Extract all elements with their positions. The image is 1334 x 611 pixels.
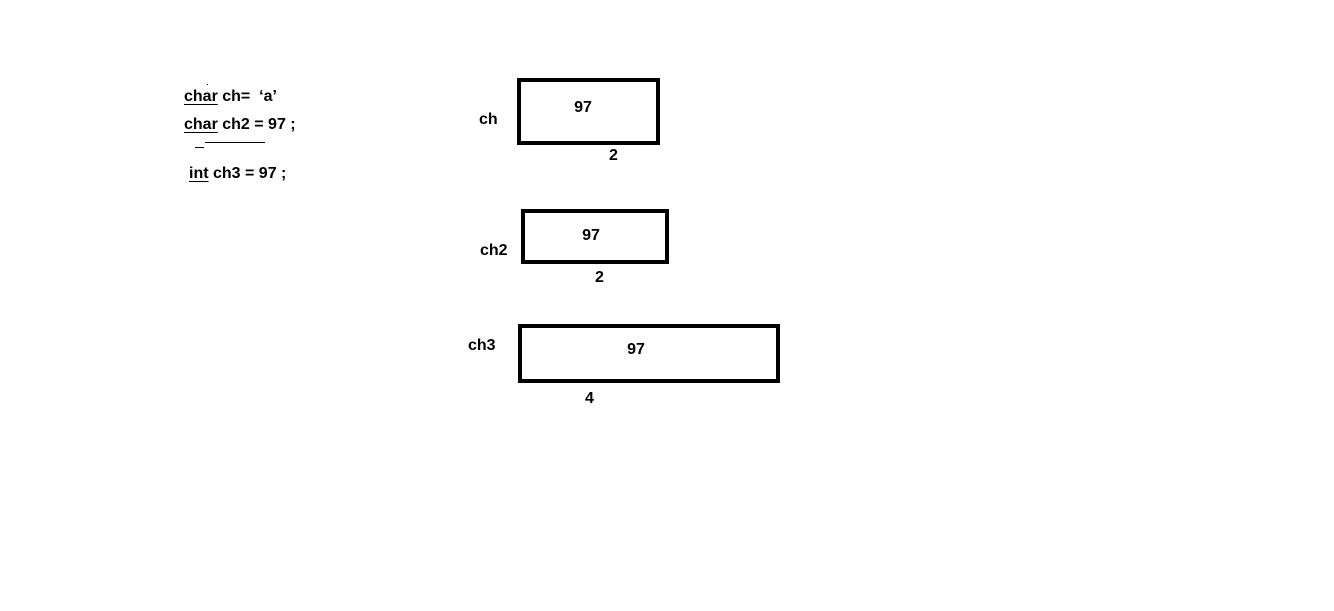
memory-box-ch3: 97: [518, 324, 780, 383]
keyword-char: char: [184, 88, 218, 105]
code-line-int-ch3: int ch3 = 97 ;: [189, 165, 286, 183]
code-line-char-ch: char ch= ‘a’: [184, 88, 277, 106]
annotation-underline: [205, 142, 265, 143]
declaration-text: ch= ‘a’: [217, 88, 277, 105]
size-label-ch3: 4: [585, 390, 594, 407]
annotation-dot: [207, 84, 208, 85]
memory-box-ch: 97: [517, 78, 660, 145]
declaration-text: ch3 = 97 ;: [208, 165, 287, 182]
memory-value: 97: [627, 340, 645, 358]
size-label-ch2: 2: [595, 269, 604, 286]
variable-label-ch3: ch3: [468, 337, 496, 354]
annotation-stroke: [195, 147, 204, 148]
variable-label-ch2: ch2: [480, 242, 508, 259]
declaration-text: ch2 = 97 ;: [217, 116, 296, 133]
keyword-char: char: [184, 116, 218, 133]
memory-box-ch2: 97: [521, 209, 669, 264]
variable-label-ch: ch: [479, 111, 498, 128]
memory-value: 97: [574, 98, 592, 116]
size-label-ch: 2: [609, 147, 618, 164]
code-line-char-ch2: char ch2 = 97 ;: [184, 116, 296, 134]
memory-value: 97: [582, 226, 600, 244]
keyword-int: int: [189, 165, 209, 182]
